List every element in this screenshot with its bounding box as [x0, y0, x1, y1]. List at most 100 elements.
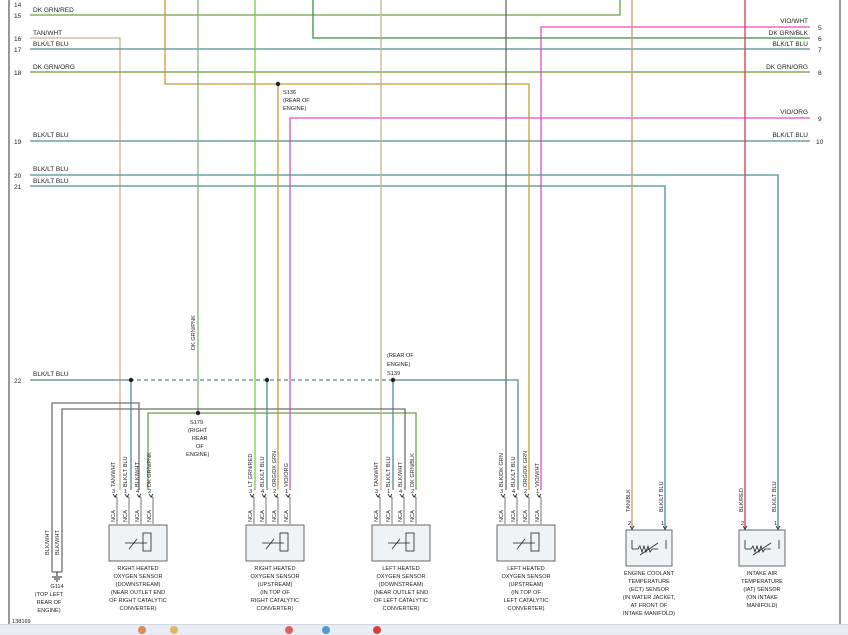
sensor-caption: RIGHT HEATED: [117, 566, 158, 572]
nca-label: NCA: [535, 510, 541, 522]
app-icon[interactable]: [373, 626, 381, 634]
sensor-caption: CONVERTER): [383, 606, 420, 612]
pin-number: 4: [136, 489, 139, 495]
nca-label: NCA: [248, 510, 254, 522]
thermistor-icon: [744, 540, 780, 556]
sensor-caption: OXYGEN SENSOR: [250, 574, 299, 580]
app-icon[interactable]: [322, 626, 330, 634]
splice-s179-loc: (RIGHT: [188, 428, 208, 434]
sensor-caption: ENGINE COOLANT: [624, 571, 675, 577]
pin-number: 4: [512, 489, 515, 495]
nca-label: NCA: [260, 510, 266, 522]
nca-label: NCA: [374, 510, 380, 522]
pin-number: 1: [124, 489, 127, 495]
pin-number: 3: [112, 489, 115, 495]
app-icon[interactable]: [170, 626, 178, 634]
left-circuit-numbers: 14 15 DK GRN/RED 16 TAN/WHT 17 BLK/LT BL…: [14, 2, 75, 385]
splice-s179-loc: REAR: [192, 436, 208, 442]
wire-label-blk-wht: BLK/WHT: [45, 530, 51, 555]
splice-s179-loc: OF: [196, 444, 204, 450]
taskbar: [0, 624, 848, 635]
sensor-caption: MANIFOLD): [747, 603, 778, 609]
pin-wire-label: DK GRN/PNK: [147, 452, 153, 487]
app-icon[interactable]: [138, 626, 146, 634]
circuit-label: BLK/LT BLU: [33, 132, 69, 139]
sensor-caption: (IAT) SENSOR: [743, 587, 780, 593]
wire-label-blk-wht: BLK/WHT: [55, 530, 61, 555]
right-circuit-numbers: VIO/WHT 5 DK GRN/BLK 6 BLK/LT BLU 17 7 D…: [766, 18, 824, 146]
pin-number: 2: [628, 521, 631, 527]
nca-label: NCA: [410, 510, 416, 522]
pin-terminal-icon: [662, 525, 668, 530]
nca-label: NCA: [499, 510, 505, 522]
pin-wire-label: ORG/DK GRN: [523, 451, 529, 487]
pin-wire-label: BLK/RED: [739, 488, 745, 512]
pin-number: 2: [148, 489, 151, 495]
sensor-caption: OF RIGHT CATALYTIC: [109, 598, 167, 604]
splice-s139-loc: (REAR OF: [387, 353, 414, 359]
circuit-label: TAN/WHT: [33, 30, 62, 37]
pin-number: 4: [261, 489, 264, 495]
wire-blk-lt-blu-20: [30, 174, 779, 530]
pin-number: 1: [285, 489, 288, 495]
wire-dk-grn-pnk-bus: [147, 412, 417, 490]
pin-wire-label: BLK/DK GRN: [499, 453, 505, 487]
pin-number: 3: [249, 489, 252, 495]
sensor-caption: TEMPERATURE: [741, 579, 783, 585]
sensor-caption: (ECT) SENSOR: [629, 587, 669, 593]
splices: [128, 81, 396, 416]
oxygen-sensor-icon: [388, 532, 415, 552]
figure-id: 138169: [12, 619, 31, 625]
circuit-label: BLK/LT BLU: [33, 178, 69, 185]
sensor-caption: LEFT CATALYTIC: [504, 598, 549, 604]
circuit-num: 10: [816, 139, 824, 146]
wire-dk-grn-blk-6: [312, 0, 810, 39]
circuit-label: VIO/WHT: [780, 18, 808, 25]
nca-label: NCA: [511, 510, 517, 522]
pin-wire-label: DK GRN/BLK: [410, 453, 416, 487]
pin-number: 2: [741, 521, 744, 527]
sensor-caption: LEFT HEATED: [382, 566, 419, 572]
pin-number: 2: [411, 489, 414, 495]
sensor-caption: (NEAR OUTLET END: [111, 590, 165, 596]
splice-s179-loc: ENGINE): [186, 452, 209, 458]
circuit-num: 14: [14, 2, 22, 9]
pin-terminal-icon: [775, 525, 781, 530]
sensor-caption: (NEAR OUTLET END: [374, 590, 428, 596]
splice-dot-s136: [275, 81, 281, 87]
circuit-num: 5: [818, 25, 822, 32]
app-icon[interactable]: [285, 626, 293, 634]
wire-blk-lt-blu-22-right: [392, 379, 519, 490]
wire-tan-wht-16: [30, 37, 121, 490]
circuit-label: VIO/ORG: [780, 109, 808, 116]
circuit-label: DK GRN/BLK: [769, 30, 809, 37]
pin-number: 1: [661, 521, 664, 527]
splice-s139-id: S139: [387, 371, 400, 377]
sensor-caption: INTAKE MANIFOLD): [623, 611, 675, 617]
ground-loc: ENGINE): [37, 608, 60, 614]
ground-icon: [52, 576, 62, 582]
pin-wire-label: BLK/LT BLU: [260, 456, 266, 487]
nca-label: NCA: [523, 510, 529, 522]
pin-number: 1: [387, 489, 390, 495]
circuit-num: 8: [818, 70, 822, 77]
sensor-caption: (IN TOP OF: [511, 590, 541, 596]
pin-wire-label: TAN/BLK: [626, 489, 632, 512]
splice-dot-s139: [390, 377, 396, 383]
wire-blk-wht-a: [51, 402, 140, 572]
sensor-caption: (IN TOP OF: [260, 590, 290, 596]
pin-wire-label: BLK/LT BLU: [659, 481, 665, 512]
wire-vio-wht-5: [540, 26, 810, 490]
splice-dot-22b: [264, 377, 270, 383]
sensor-caption: RIGHT HEATED: [254, 566, 295, 572]
circuit-num: 19: [14, 139, 22, 146]
sensor-caption: TEMPERATURE: [628, 579, 670, 585]
circuit-label: DK GRN/ORG: [33, 64, 75, 71]
circuit-num: 22: [14, 378, 22, 385]
ground-id: G114: [50, 584, 63, 590]
pin-number: 2: [273, 489, 276, 495]
